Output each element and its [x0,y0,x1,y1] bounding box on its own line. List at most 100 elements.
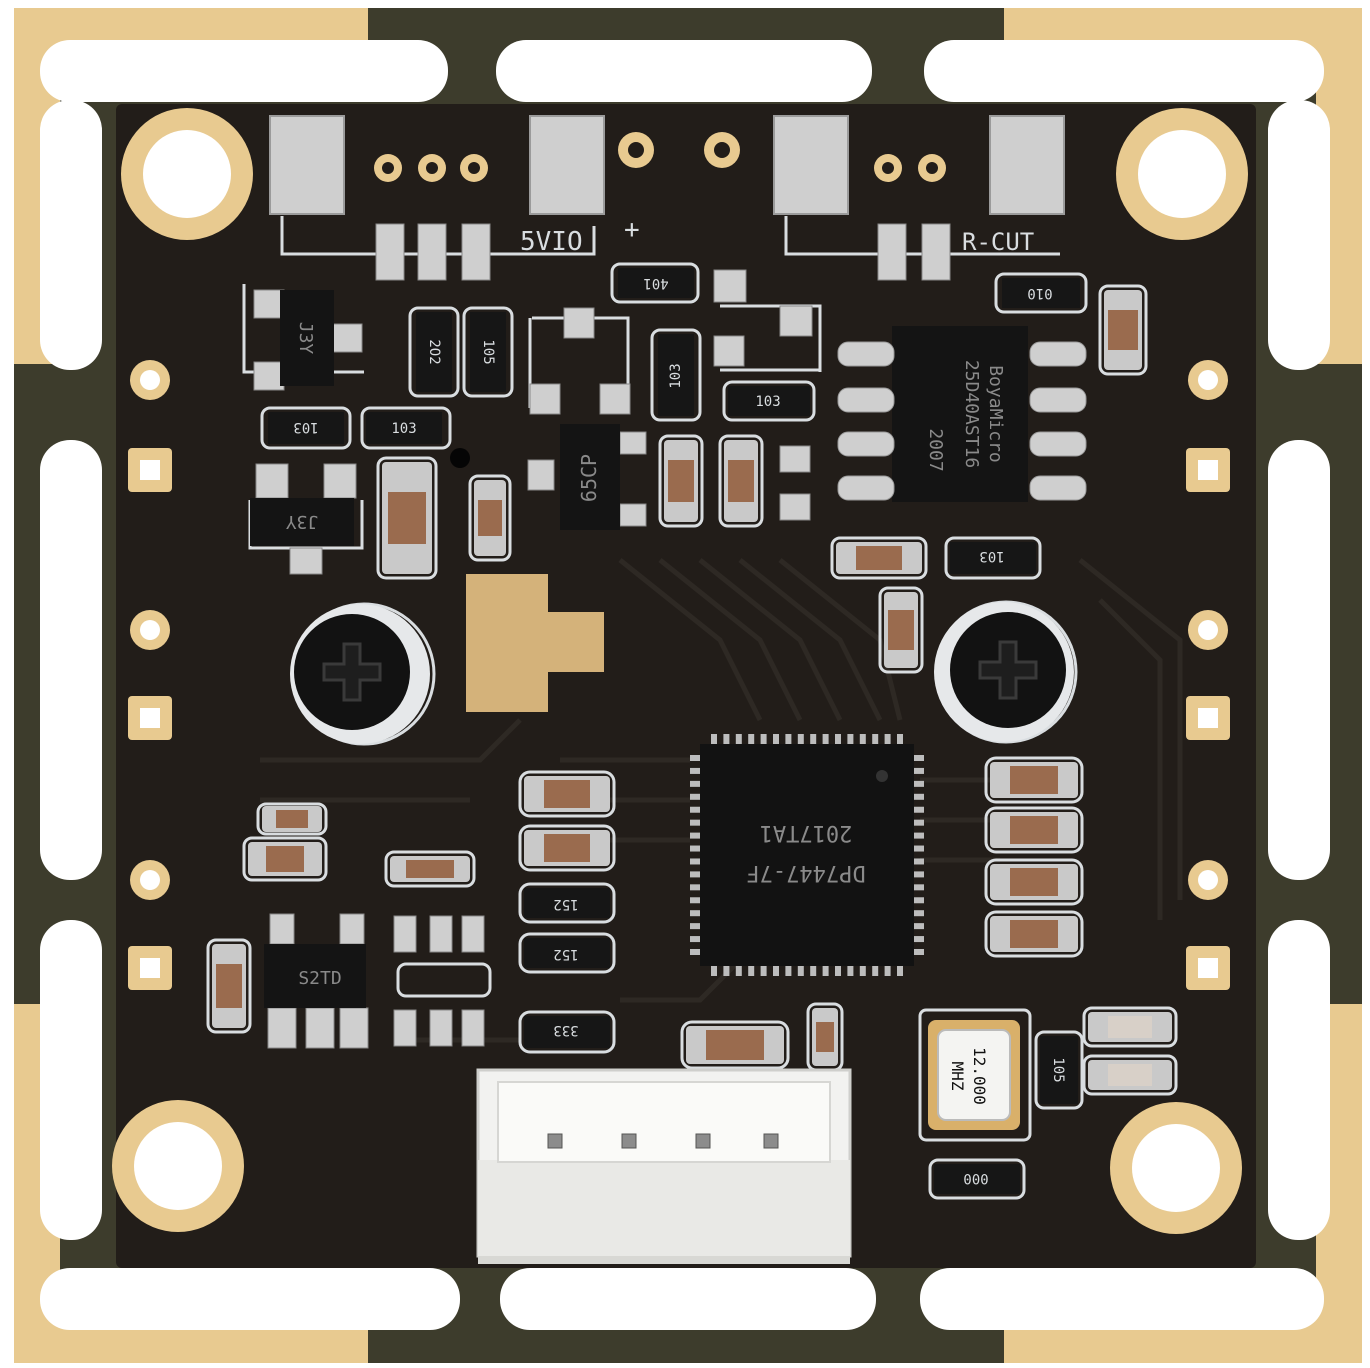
code-401: 401 [643,275,668,291]
code-000: 000 [963,1170,988,1186]
silkscreen-labels: 5VIO + R-CUT [520,215,1034,257]
routing-slots [40,40,1330,1330]
chip-pin [690,819,700,826]
chip-pin [690,793,700,800]
via-hole [450,448,470,468]
chip-pin [914,949,924,955]
chip-pin [690,767,700,774]
chip-pin [735,966,742,976]
chip-pin [735,734,742,744]
chip-pin [914,910,924,917]
passive-components [268,268,1080,1194]
chip-pin [914,832,924,839]
chip-pin [760,966,767,976]
mount-hole-bl [112,1100,244,1232]
chip-pin [690,780,700,787]
gold-test-pad [466,574,604,712]
screw-left [290,604,430,744]
side-vias [130,132,1228,900]
sot-mark-s2td: S2TD [298,968,341,989]
sot-mark-65cp: 65CP [577,454,601,502]
flash-chip [837,326,1087,502]
chip-pin [773,734,779,744]
flash-line-1: BoyaMicro [985,365,1006,463]
chip-pin [690,755,700,761]
chip-pin [785,966,792,976]
mount-hole-br [1110,1102,1242,1234]
chip-pin [690,871,700,878]
chip-pin [690,936,700,943]
slot-gold-rims [25,25,1345,1343]
chip-pin [835,734,841,744]
code-010: 010 [1027,285,1052,301]
chip-pin [773,966,779,976]
main-processor-chip [690,734,924,976]
chip-pin [760,734,767,744]
chip-pin [884,734,891,744]
chip-pin [748,734,755,744]
chip-pin [690,949,700,955]
chip-pin [914,858,924,865]
chip-pin [914,780,924,787]
chip-pin [914,923,924,930]
chip-markings: J3Y J3Y 65CP S2TD BoyaMicro 25D40AST16 2… [286,322,1006,1105]
top-solder-pads [269,115,1065,215]
code-103b: 103 [755,394,780,410]
chip-pin [914,897,924,904]
ceramic-caps [212,290,1172,1090]
code-103a: 103 [668,363,684,388]
chip-pin [872,966,879,976]
chip-pin [914,936,924,943]
code-103d: 103 [391,421,416,437]
code-103e: 103 [979,548,1004,564]
label-5vio: 5VIO [520,227,583,257]
code-152b: 152 [553,946,578,962]
chip-pin [914,845,924,852]
sot-chips [250,290,620,1008]
code-333: 333 [553,1022,578,1038]
chip-pin [835,966,841,976]
label-plus: + [624,215,640,245]
chip-pin [822,966,829,976]
chip-pin [897,966,903,976]
chip-pin [884,966,891,976]
chip-pin [690,884,700,891]
mount-hole-tr [1116,108,1248,240]
crystal-line-1: 12.000 [970,1047,989,1105]
chip-pin [711,966,717,976]
sot-mark-j3y-a: J3Y [295,322,316,355]
screw-right [934,602,1074,742]
crystal-oscillator [928,1020,1020,1130]
chip-pin [847,966,854,976]
chip-pin [690,845,700,852]
chip-pin [690,910,700,917]
jst-connector [476,1068,852,1264]
chip-pin [797,734,804,744]
chip-pin [859,966,866,976]
main-chip-line-1: DP7447-7F [746,860,865,885]
chip-pin [897,734,903,744]
chip-pin [914,755,924,761]
label-ir-cut: R-CUT [962,228,1034,256]
main-chip-line-2: 2017TA1 [760,820,853,845]
chip-pin [872,734,879,744]
chip-pin [914,806,924,813]
code-152a: 152 [553,896,578,912]
chip-pin [914,767,924,774]
code-105a: 105 [480,339,496,364]
chip-pin [690,832,700,839]
flash-line-2: 25D40AST16 [961,360,982,468]
chip-pin [723,734,730,744]
top-gold-vias [374,154,946,182]
code-103c: 103 [293,419,318,435]
chip-pin [914,793,924,800]
chip-pin [859,734,866,744]
resistor-codes: 401 2O2 105 103 103 103 103 103 010 152 … [293,275,1066,1186]
chip-pin [785,734,792,744]
chip-pin [797,966,804,976]
sot-mark-j3y-b: J3Y [286,511,319,532]
chip-pin [822,734,829,744]
chip-pin [690,923,700,930]
chip-pin [810,966,817,976]
code-105b: 105 [1050,1057,1066,1082]
